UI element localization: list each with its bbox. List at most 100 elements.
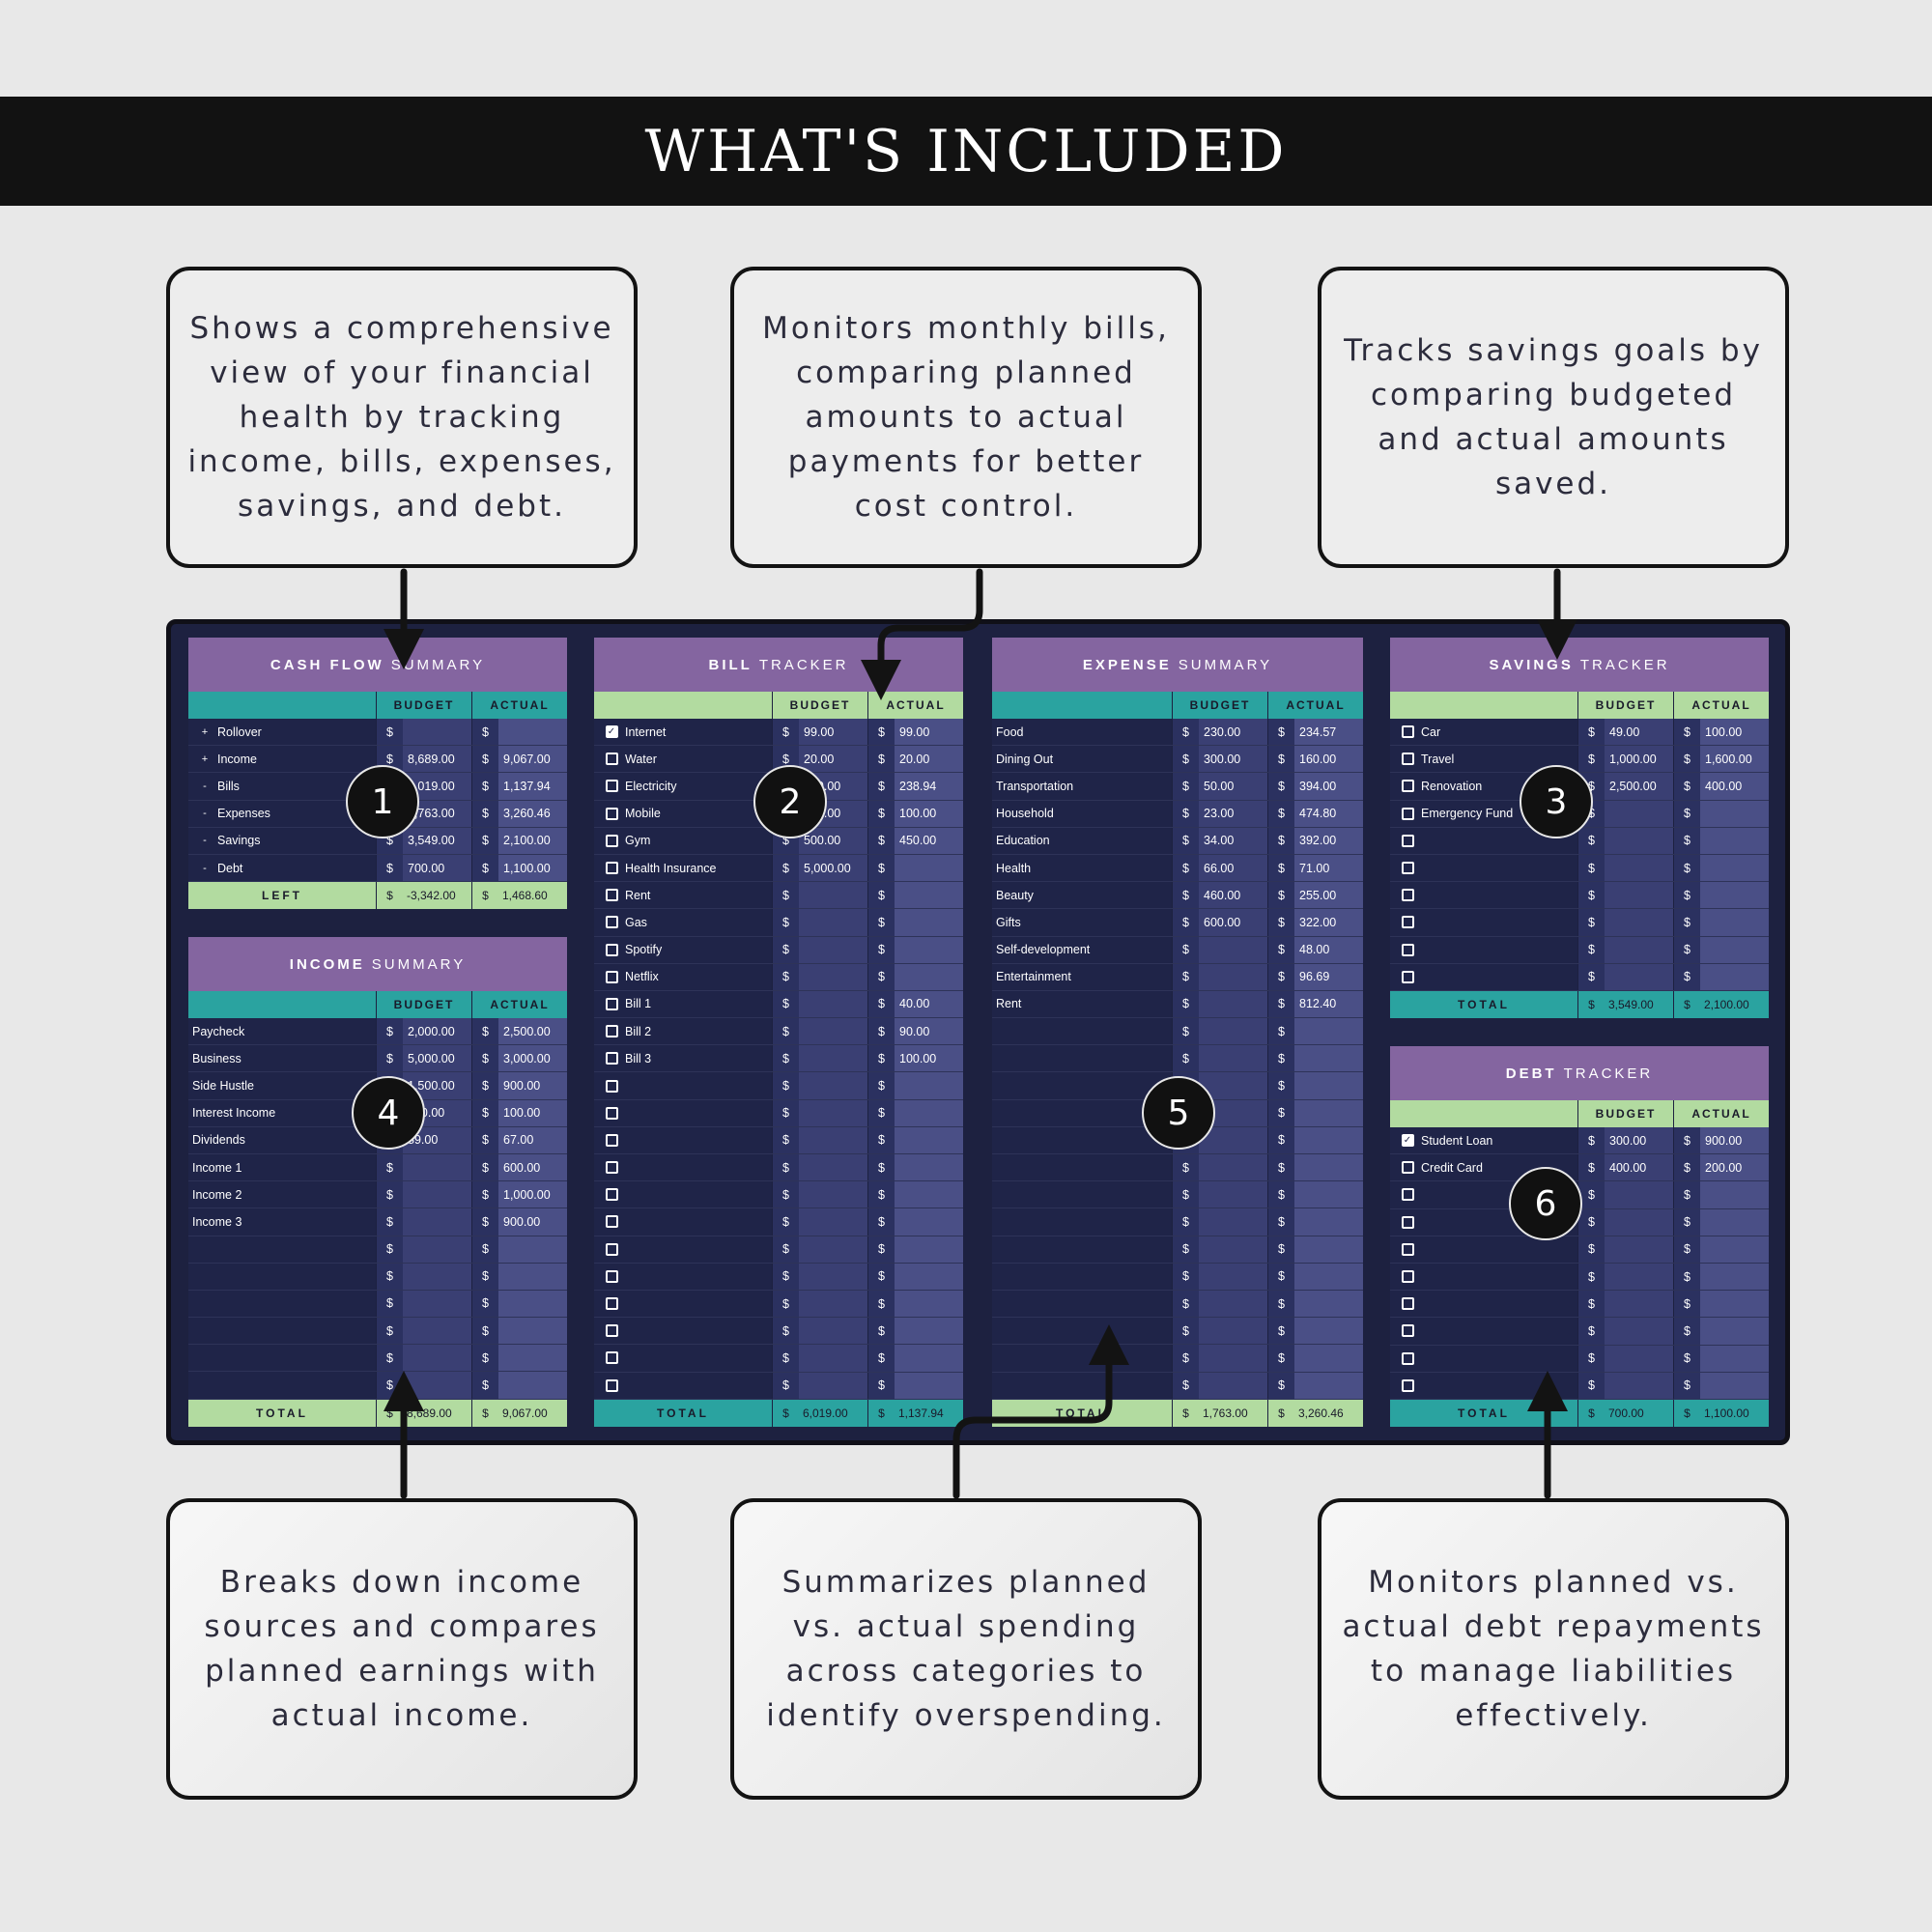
budget-cell[interactable]: 5,000.00 <box>403 1045 471 1072</box>
budget-cell[interactable] <box>1199 1372 1267 1399</box>
actual-cell[interactable] <box>1294 1318 1363 1345</box>
actual-cell[interactable] <box>1294 1181 1363 1208</box>
checkbox[interactable] <box>605 1215 618 1229</box>
budget-cell[interactable]: 2,000.00 <box>403 1018 471 1045</box>
actual-cell[interactable]: 99.00 <box>895 719 963 746</box>
checkbox[interactable] <box>605 916 618 929</box>
actual-cell[interactable]: 48.00 <box>1294 936 1363 963</box>
budget-cell[interactable]: 5,000.00 <box>799 854 867 882</box>
checkbox[interactable] <box>1401 780 1414 793</box>
budget-cell[interactable]: 2,500.00 <box>1605 773 1673 800</box>
budget-cell[interactable] <box>1605 854 1673 882</box>
checkbox[interactable] <box>1401 1297 1414 1311</box>
actual-cell[interactable] <box>1294 1208 1363 1236</box>
budget-cell[interactable]: 20.00 <box>799 746 867 773</box>
checkbox[interactable] <box>1401 753 1414 766</box>
actual-cell[interactable] <box>1700 1236 1769 1263</box>
budget-cell[interactable] <box>799 882 867 909</box>
budget-cell[interactable] <box>799 990 867 1018</box>
actual-cell[interactable] <box>1700 1291 1769 1318</box>
actual-cell[interactable] <box>895 1099 963 1126</box>
actual-cell[interactable]: 90.00 <box>895 1018 963 1045</box>
actual-cell[interactable] <box>1700 936 1769 963</box>
budget-cell[interactable] <box>403 1181 471 1208</box>
budget-cell[interactable] <box>403 1372 471 1399</box>
budget-cell[interactable] <box>1605 1181 1673 1208</box>
actual-cell[interactable] <box>1700 1208 1769 1236</box>
actual-cell[interactable] <box>895 1126 963 1153</box>
actual-cell[interactable]: 238.94 <box>895 773 963 800</box>
budget-cell[interactable] <box>1199 1126 1267 1153</box>
actual-cell[interactable]: 392.00 <box>1294 827 1363 854</box>
budget-cell[interactable] <box>1605 800 1673 827</box>
actual-cell[interactable] <box>1294 1126 1363 1153</box>
checkbox[interactable] <box>605 1378 618 1392</box>
actual-cell[interactable]: 200.00 <box>1700 1154 1769 1181</box>
checkbox[interactable] <box>605 970 618 983</box>
checkbox[interactable] <box>605 943 618 956</box>
budget-cell[interactable] <box>403 1290 471 1318</box>
budget-cell[interactable] <box>1199 1045 1267 1072</box>
checkbox[interactable] <box>1401 1188 1414 1202</box>
checkbox[interactable] <box>605 1025 618 1038</box>
actual-cell[interactable] <box>895 1263 963 1290</box>
budget-cell[interactable]: 300.00 <box>1199 746 1267 773</box>
actual-cell[interactable]: 100.00 <box>498 1099 567 1126</box>
actual-cell[interactable] <box>498 1372 567 1399</box>
budget-cell[interactable]: 600.00 <box>1199 909 1267 936</box>
actual-cell[interactable] <box>895 936 963 963</box>
actual-cell[interactable] <box>895 1072 963 1099</box>
budget-cell[interactable] <box>1605 1263 1673 1291</box>
actual-cell[interactable]: 900.00 <box>498 1208 567 1236</box>
budget-cell[interactable]: 3,549.00 <box>403 827 471 854</box>
actual-cell[interactable] <box>1294 1154 1363 1181</box>
budget-cell[interactable] <box>799 1072 867 1099</box>
budget-cell[interactable] <box>799 963 867 990</box>
budget-cell[interactable]: 99.00 <box>799 719 867 746</box>
actual-cell[interactable] <box>1294 1099 1363 1126</box>
actual-cell[interactable]: 96.69 <box>1294 963 1363 990</box>
checkbox[interactable]: ✓ <box>1401 1134 1414 1148</box>
actual-cell[interactable] <box>895 854 963 882</box>
actual-cell[interactable]: 20.00 <box>895 746 963 773</box>
budget-cell[interactable] <box>1605 1345 1673 1372</box>
checkbox[interactable] <box>1401 834 1414 847</box>
budget-cell[interactable] <box>1199 1236 1267 1263</box>
actual-cell[interactable]: 67.00 <box>498 1126 567 1153</box>
budget-cell[interactable]: 8,689.00 <box>403 746 471 773</box>
checkbox[interactable] <box>605 780 618 793</box>
checkbox[interactable] <box>605 1133 618 1147</box>
budget-cell[interactable] <box>403 1318 471 1345</box>
budget-cell[interactable] <box>1199 1018 1267 1045</box>
checkbox[interactable]: ✓ <box>605 725 618 739</box>
checkbox[interactable] <box>605 807 618 820</box>
actual-cell[interactable] <box>895 1208 963 1236</box>
actual-cell[interactable] <box>895 1372 963 1399</box>
actual-cell[interactable] <box>1700 909 1769 936</box>
budget-cell[interactable] <box>1605 827 1673 854</box>
actual-cell[interactable]: 71.00 <box>1294 854 1363 882</box>
budget-cell[interactable] <box>799 1126 867 1153</box>
actual-cell[interactable] <box>1294 1263 1363 1290</box>
budget-cell[interactable] <box>799 1018 867 1045</box>
actual-cell[interactable]: 1,137.94 <box>498 773 567 800</box>
actual-cell[interactable] <box>1700 827 1769 854</box>
actual-cell[interactable] <box>498 1263 567 1290</box>
budget-cell[interactable] <box>799 1045 867 1072</box>
checkbox[interactable] <box>1401 1270 1414 1284</box>
budget-cell[interactable] <box>799 1099 867 1126</box>
budget-cell[interactable] <box>1199 1345 1267 1372</box>
budget-cell[interactable] <box>799 936 867 963</box>
checkbox[interactable] <box>605 1242 618 1256</box>
actual-cell[interactable] <box>895 1236 963 1263</box>
checkbox[interactable] <box>605 1269 618 1283</box>
checkbox[interactable] <box>605 862 618 875</box>
actual-cell[interactable]: 3,000.00 <box>498 1045 567 1072</box>
budget-cell[interactable] <box>799 1318 867 1345</box>
actual-cell[interactable] <box>1294 1372 1363 1399</box>
actual-cell[interactable]: 234.57 <box>1294 719 1363 746</box>
actual-cell[interactable] <box>895 909 963 936</box>
budget-cell[interactable]: 460.00 <box>1199 882 1267 909</box>
actual-cell[interactable] <box>895 963 963 990</box>
budget-cell[interactable] <box>1605 1291 1673 1318</box>
